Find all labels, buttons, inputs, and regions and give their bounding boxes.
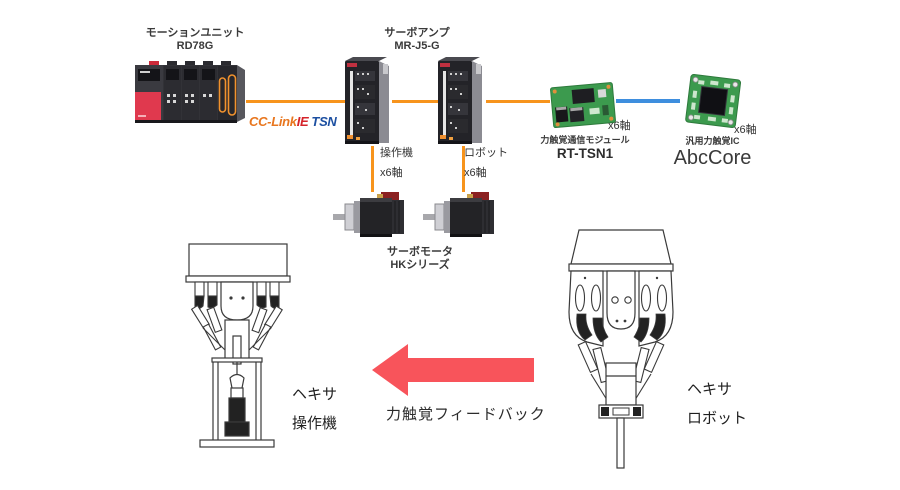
amp1-output-axes: x6軸 <box>380 167 403 179</box>
logo-tsn-text: TSN <box>311 114 337 129</box>
abccore-name: AbcCore <box>673 147 752 169</box>
abccore-type: 汎用力触覚IC <box>685 136 740 146</box>
servo-motor-label: サーボモータ HKシリーズ <box>355 246 485 272</box>
link-amp1-to-motor1 <box>371 146 374 192</box>
amp1-output-name: 操作機 <box>380 147 413 159</box>
rt-module-caption: 力触覚通信モジュール RT-TSN1 <box>530 135 640 162</box>
logo-ie-text: IE <box>296 114 309 129</box>
servo-motor2-image <box>423 192 494 237</box>
abccore-caption: 汎用力触覚IC AbcCore <box>660 136 765 169</box>
link-plc-to-amp1 <box>246 100 346 103</box>
rt-module-axes: x6軸 <box>608 120 631 132</box>
feedback-arrow <box>372 344 534 396</box>
amp1-output-caption: 操作機 x6軸 <box>380 147 413 180</box>
logo-cclink-text: CC-Link <box>249 114 297 129</box>
servo-amp1-image <box>345 57 389 144</box>
servo-motor-series: HKシリーズ <box>390 259 450 271</box>
hexa-master-caption-line1: ヘキサ <box>292 386 338 403</box>
rt-module-type: 力触覚通信モジュール <box>540 135 630 145</box>
amp2-output-axes: x6軸 <box>464 167 487 179</box>
rt-module-image <box>550 82 616 129</box>
hexa-master-caption-line2: 操作機 <box>292 415 338 432</box>
servo-motor-name: サーボモータ <box>387 246 453 258</box>
motion-unit-label: モーションユニット RD78G <box>125 27 265 53</box>
motion-unit-name: モーションユニット <box>145 27 245 39</box>
abccore-image <box>685 73 742 129</box>
servo-amp-name: サーボアンプ <box>384 27 450 39</box>
servo-amp2-image <box>438 57 482 144</box>
servo-amp-label: サーボアンプ MR-J5-G <box>347 27 487 53</box>
feedback-label: 力触覚フィードバック <box>386 406 546 423</box>
hexa-robot-drawing <box>568 229 674 469</box>
link-amp2-to-rt <box>486 100 550 103</box>
hexa-master-drawing <box>185 243 291 448</box>
motion-unit-model: RD78G <box>176 40 214 52</box>
rt-module-name: RT-TSN1 <box>556 146 614 161</box>
link-rt-to-abccore <box>616 99 680 103</box>
motion-unit-image <box>135 61 245 123</box>
link-amp2-to-motor2 <box>462 146 465 192</box>
servo-amp-model: MR-J5-G <box>394 40 440 52</box>
hexa-robot-caption-line2: ロボット <box>687 410 748 427</box>
link-amp1-to-amp2 <box>392 100 438 103</box>
hexa-robot-caption-line1: ヘキサ <box>687 381 733 398</box>
amp2-output-caption: ロボット x6軸 <box>464 147 508 180</box>
abccore-axes: x6軸 <box>734 124 757 136</box>
servo-motor1-image <box>333 192 404 237</box>
amp2-output-name: ロボット <box>464 147 508 159</box>
